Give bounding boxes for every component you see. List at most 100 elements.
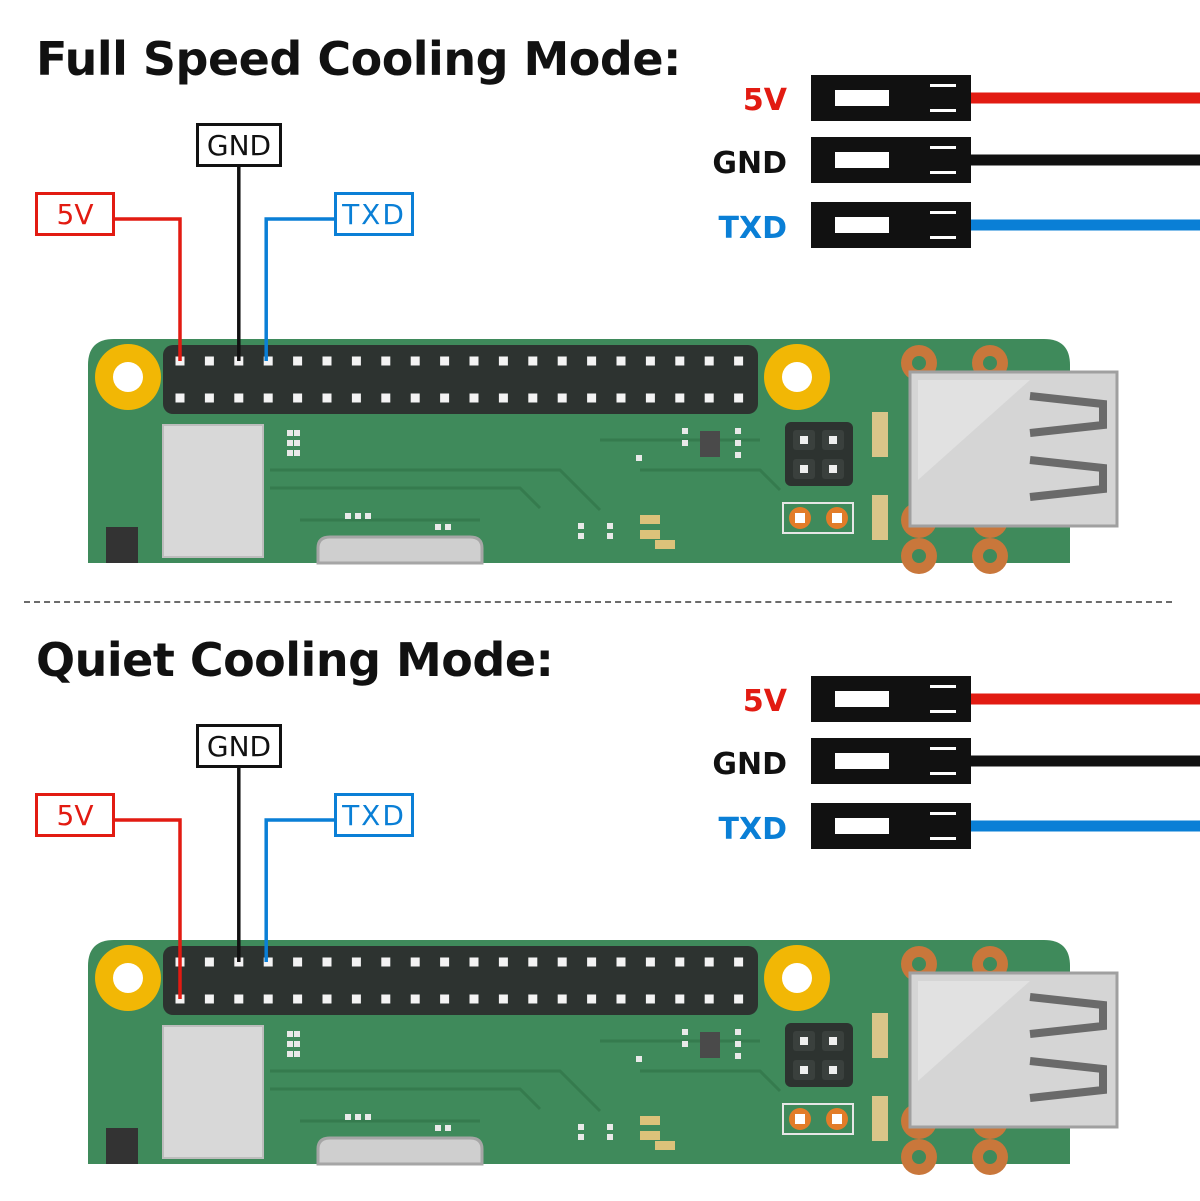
gpio-pin bbox=[440, 957, 450, 967]
gpio-pin bbox=[498, 957, 508, 967]
smd-component bbox=[287, 1031, 293, 1037]
smd-component bbox=[435, 524, 441, 530]
connector-window bbox=[835, 90, 889, 106]
gpio-pin bbox=[410, 356, 420, 366]
gpio-header bbox=[163, 345, 758, 414]
smd-component bbox=[578, 523, 584, 529]
smd-component bbox=[607, 1124, 613, 1130]
jumper-pin bbox=[800, 1037, 808, 1045]
gpio-pin bbox=[498, 393, 508, 403]
gpio-pin bbox=[175, 393, 185, 403]
mounting-hole-center bbox=[782, 963, 812, 993]
gpio-pin bbox=[734, 994, 744, 1004]
solder-pad-center bbox=[832, 513, 842, 523]
smd-component bbox=[735, 452, 741, 458]
usb-solder-pad-hole bbox=[983, 957, 997, 971]
gpio-pin bbox=[381, 393, 391, 403]
5v-leader-line bbox=[113, 217, 182, 361]
gnd-pin-label: GND bbox=[196, 123, 282, 167]
gpio-pin bbox=[704, 957, 714, 967]
gpio-pin bbox=[204, 393, 214, 403]
gpio-pin bbox=[498, 994, 508, 1004]
gpio-pin bbox=[616, 356, 626, 366]
gpio-pin bbox=[528, 356, 538, 366]
gpio-pin bbox=[498, 356, 508, 366]
smd-component bbox=[636, 455, 642, 461]
gpio-pin bbox=[204, 994, 214, 1004]
txd-leader-line bbox=[264, 217, 336, 361]
gpio-pin bbox=[469, 393, 479, 403]
gpio-pin bbox=[293, 994, 303, 1004]
gpio-pin bbox=[645, 994, 655, 1004]
capacitor bbox=[872, 495, 888, 540]
smd-component bbox=[294, 450, 300, 456]
capacitor bbox=[872, 1013, 888, 1058]
usb-port-contact bbox=[1029, 392, 1107, 437]
gpio-pin bbox=[204, 356, 214, 366]
5v-wire-label: 5V bbox=[742, 83, 787, 118]
smd-component bbox=[682, 440, 688, 446]
wiring-diagram bbox=[88, 75, 1200, 574]
gpio-pin bbox=[234, 994, 244, 1004]
gpio-pin bbox=[734, 393, 744, 403]
gpio-pin bbox=[293, 393, 303, 403]
gpio-pin bbox=[381, 957, 391, 967]
gpio-pin bbox=[410, 393, 420, 403]
mounting-hole-center bbox=[113, 362, 143, 392]
gpio-pin bbox=[616, 957, 626, 967]
gpio-pin bbox=[557, 994, 567, 1004]
gpio-pin bbox=[263, 957, 273, 967]
smd-component bbox=[640, 1116, 660, 1125]
gpio-pin bbox=[557, 393, 567, 403]
pad-outline bbox=[782, 502, 854, 534]
jumper-pin bbox=[829, 1037, 837, 1045]
smd-component bbox=[640, 1131, 660, 1140]
smd-component bbox=[294, 440, 300, 446]
jumper-pin bbox=[829, 436, 837, 444]
gpio-pin bbox=[675, 994, 685, 1004]
jumper-pin bbox=[800, 465, 808, 473]
full-speed-section: Full Speed Cooling Mode: GND 5V TXD 5V G… bbox=[0, 0, 1200, 600]
smd-component bbox=[445, 1125, 451, 1131]
smd-component bbox=[355, 1114, 361, 1120]
connector-window bbox=[835, 753, 889, 769]
jumper-pin bbox=[829, 1066, 837, 1074]
gnd-wire-label: GND bbox=[712, 747, 787, 782]
gpio-pin bbox=[351, 356, 361, 366]
gnd-wire-label: GND bbox=[712, 146, 787, 181]
smd-component bbox=[345, 1114, 351, 1120]
gpio-pin bbox=[410, 957, 420, 967]
usb-port-highlight bbox=[918, 981, 1030, 1081]
gpio-pin bbox=[322, 957, 332, 967]
txd-pin-label: TXD bbox=[334, 793, 414, 837]
smd-component bbox=[607, 523, 613, 529]
hdmi-port bbox=[316, 1136, 484, 1166]
5v-leader-line bbox=[113, 818, 182, 999]
board-traces bbox=[270, 438, 782, 522]
gpio-pin bbox=[293, 957, 303, 967]
gpio-pin bbox=[734, 356, 744, 366]
section-divider bbox=[24, 601, 1172, 603]
smd-component bbox=[735, 428, 741, 434]
gpio-pin bbox=[645, 393, 655, 403]
jumper-pin bbox=[829, 465, 837, 473]
chip bbox=[162, 1025, 264, 1159]
smd-component bbox=[365, 513, 371, 519]
gpio-pin bbox=[469, 994, 479, 1004]
mounting-hole-center bbox=[113, 963, 143, 993]
gpio-pin bbox=[645, 957, 655, 967]
smd-component bbox=[640, 530, 660, 539]
gpio-pin bbox=[351, 994, 361, 1004]
5v-pin-label: 5V bbox=[35, 192, 115, 236]
connector-window bbox=[835, 217, 889, 233]
gpio-pin bbox=[263, 393, 273, 403]
smd-component bbox=[640, 515, 660, 524]
txd-pin-label: TXD bbox=[334, 192, 414, 236]
connector-latch bbox=[930, 146, 956, 149]
smd-component bbox=[682, 1029, 688, 1035]
5v-pin-label: 5V bbox=[35, 793, 115, 837]
smd-component bbox=[287, 430, 293, 436]
gpio-pin bbox=[587, 957, 597, 967]
smd-component bbox=[655, 540, 675, 549]
usb-solder-pad-hole bbox=[912, 1150, 926, 1164]
